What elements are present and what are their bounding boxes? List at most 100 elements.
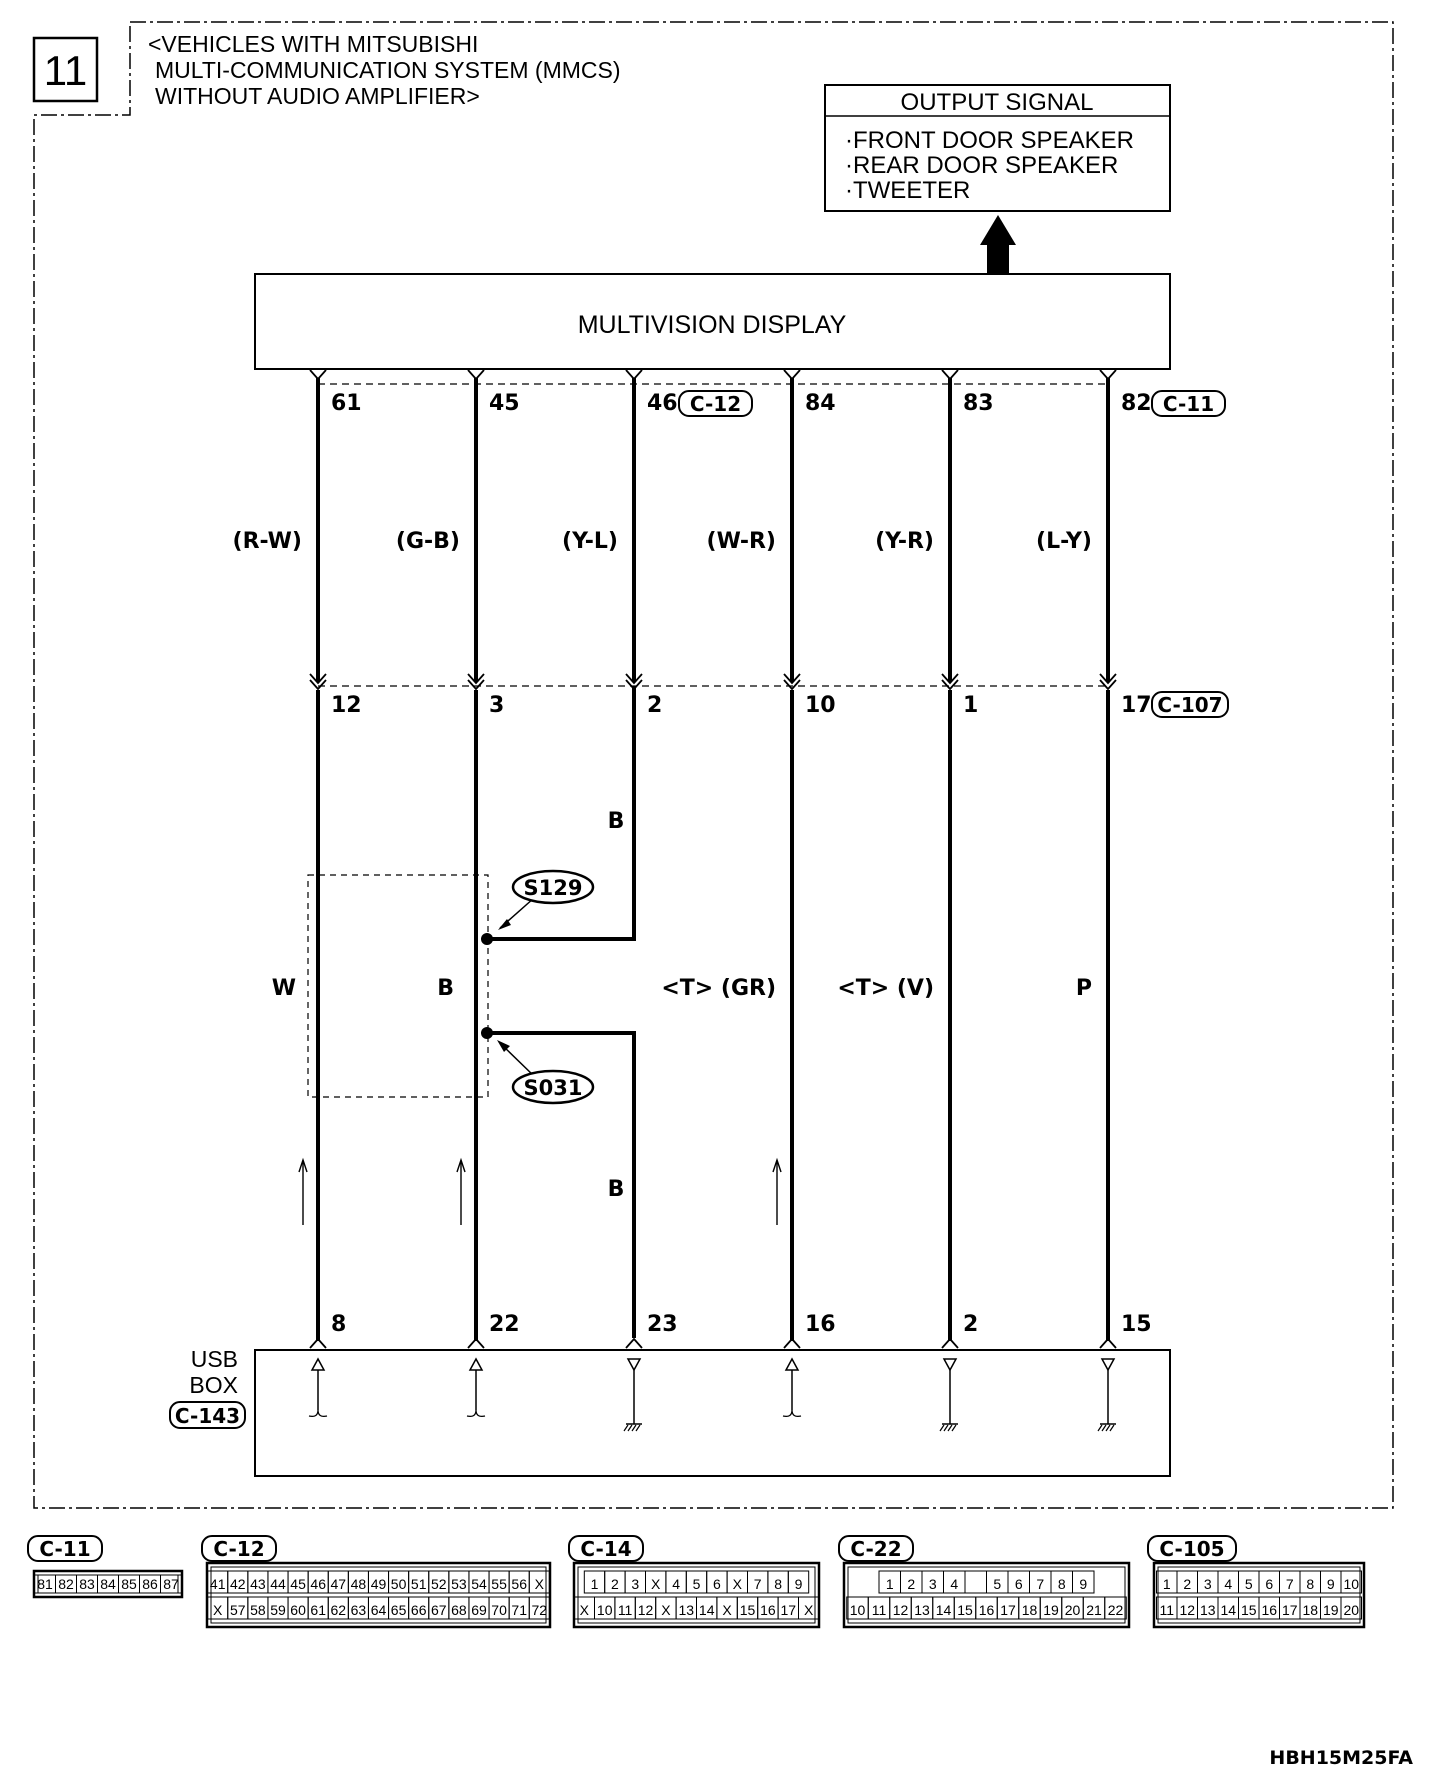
connector-label: C-12 — [213, 1537, 264, 1561]
connector-label: C-22 — [850, 1537, 901, 1561]
connector-pin: 63 — [351, 1602, 367, 1618]
terminal-mark-top — [467, 369, 485, 381]
flow-arrow-head — [772, 1157, 782, 1173]
connector-pin-cell — [1072, 1570, 1095, 1594]
terminal-mark-bottom — [783, 1337, 801, 1349]
connector-label-box — [838, 1535, 914, 1562]
connector-pin: 14 — [1220, 1602, 1236, 1618]
splice-s129-callout: S129 — [498, 869, 595, 930]
terminal-mark-mid — [941, 673, 959, 691]
ground-hatch — [635, 1424, 641, 1432]
ground-hatch — [939, 1424, 945, 1432]
connector-label: C-14 — [580, 1537, 631, 1561]
connector-pin: X — [213, 1602, 223, 1618]
header-line-1: <VEHICLES WITH MITSUBISHI — [148, 31, 478, 57]
connector-pin: 60 — [290, 1602, 306, 1618]
terminal-mark-bottom — [941, 1337, 959, 1349]
connector-pin: 46 — [310, 1576, 326, 1592]
connector-pin: X — [580, 1602, 590, 1618]
connector-pin: 5 — [1245, 1576, 1253, 1592]
connector-pin: 13 — [914, 1602, 930, 1618]
connector-pin: 12 — [893, 1602, 909, 1618]
connector-pin: 44 — [270, 1576, 286, 1592]
connector-pin: 8 — [774, 1576, 782, 1592]
bottom-pin-number: 8 — [331, 1312, 346, 1337]
connector-pin: 48 — [351, 1576, 367, 1592]
connector-pin-cell — [528, 1570, 550, 1594]
bottom-pin-number: 23 — [647, 1312, 678, 1337]
connector-pin: 21 — [1086, 1602, 1102, 1618]
wire-color-lower: P — [1076, 976, 1092, 1001]
connector-pin: 70 — [491, 1602, 507, 1618]
terminal-mark-mid — [309, 673, 327, 691]
connector-pin: 86 — [142, 1576, 158, 1592]
connector-pin: 57 — [230, 1602, 246, 1618]
connector-pin: 9 — [1327, 1576, 1335, 1592]
connector-pin: 83 — [79, 1576, 95, 1592]
input-coil — [782, 1409, 802, 1418]
terminal-mark-top — [1099, 369, 1117, 381]
connector-pin: 15 — [740, 1602, 756, 1618]
connector-pin: 47 — [331, 1576, 347, 1592]
connector-pin: 3 — [1204, 1576, 1212, 1592]
connector-pin-cell — [787, 1570, 810, 1594]
mid-pin-number: 10 — [805, 693, 836, 718]
top-pin-number: 46 — [647, 391, 678, 416]
wire-color-upper: (L-Y) — [1036, 529, 1092, 554]
connector-pin: 6 — [1015, 1576, 1023, 1592]
connector-pin-cell — [1104, 1596, 1127, 1620]
connector-pin: 69 — [471, 1602, 487, 1618]
wire-color-upper: (Y-L) — [562, 529, 618, 554]
terminal-mark-bottom — [625, 1337, 643, 1349]
connector-pin: 50 — [391, 1576, 407, 1592]
connector-pin-cell — [1340, 1596, 1362, 1620]
connector-inner-outline — [847, 1566, 1126, 1624]
terminal-mark-mid — [783, 673, 801, 691]
usb-box-connector-label: C-143 — [175, 1404, 240, 1428]
connector-pin: 66 — [411, 1602, 427, 1618]
connector-pin: 13 — [679, 1602, 695, 1618]
bottom-pin-number: 16 — [805, 1312, 836, 1337]
wires: 61128(R-W)W45322(G-B)B46223(Y-L)841016(W… — [233, 369, 1152, 1349]
connector-pin: X — [661, 1602, 671, 1618]
connector-pin: 55 — [491, 1576, 507, 1592]
splice-s031-label: S031 — [524, 1076, 583, 1100]
connector-pin: 9 — [795, 1576, 803, 1592]
connector-pin: 81 — [37, 1576, 53, 1592]
connector-pin: X — [651, 1576, 661, 1592]
connector-pin: 7 — [754, 1576, 762, 1592]
mid-pin-number: 17 — [1121, 693, 1152, 718]
usb-box-label-1: USB — [191, 1346, 238, 1372]
connector-pin: 20 — [1065, 1602, 1081, 1618]
connector-pin: 20 — [1343, 1602, 1359, 1618]
terminal-mark-bottom — [309, 1337, 327, 1349]
connector-pin: 41 — [210, 1576, 226, 1592]
connector-pin: 82 — [58, 1576, 74, 1592]
connector-pin-cell — [1340, 1570, 1362, 1594]
connector-pin: 11 — [872, 1602, 887, 1618]
connector-pin: 17 — [1000, 1602, 1016, 1618]
ground-triangle — [626, 1358, 642, 1372]
top-pin-number: 83 — [963, 391, 994, 416]
usb-box-terminals — [308, 1357, 1116, 1432]
wire-color-lower: W — [272, 976, 296, 1001]
splice-dot-s031 — [481, 1027, 493, 1039]
connector-pin: 4 — [950, 1576, 958, 1592]
output-signal-title: OUTPUT SIGNAL — [901, 89, 1094, 116]
connector-pin: 87 — [163, 1576, 179, 1592]
connector-pin: 12 — [638, 1602, 654, 1618]
mid-pin-number: 2 — [647, 693, 662, 718]
connector-pin: 18 — [1302, 1602, 1318, 1618]
connector-pin: 15 — [957, 1602, 973, 1618]
connector-pin-cell — [160, 1574, 182, 1594]
terminal-mark-mid — [467, 673, 485, 691]
connector-pin: 18 — [1022, 1602, 1038, 1618]
terminal-mark-bottom — [1099, 1337, 1117, 1349]
top-pin-number: 45 — [489, 391, 520, 416]
connector-pin: 4 — [672, 1576, 680, 1592]
connector-pin: 14 — [936, 1602, 952, 1618]
